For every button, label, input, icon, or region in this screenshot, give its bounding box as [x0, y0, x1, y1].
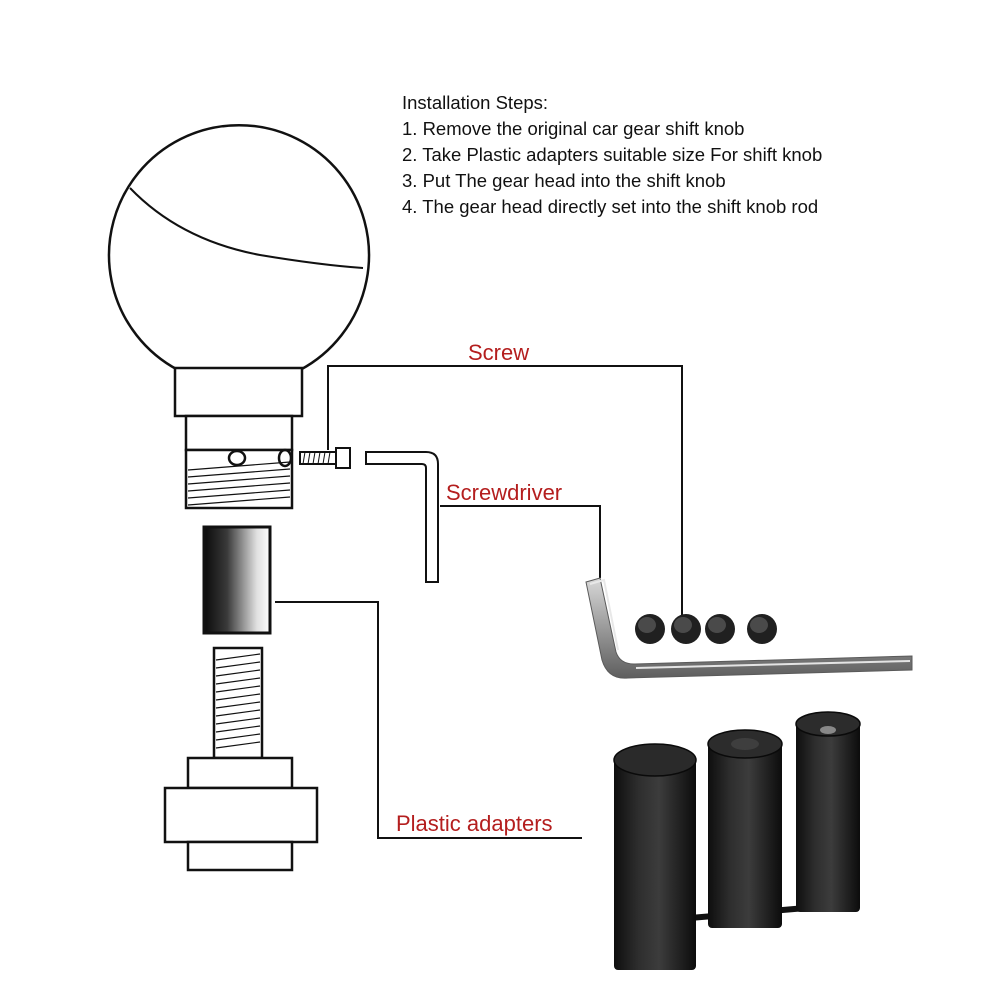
allen-key-icon	[365, 451, 439, 583]
plastic-adapter-icon	[613, 743, 697, 970]
instructions-heading: Installation Steps:	[402, 92, 549, 113]
gear-knob-icon	[107, 124, 371, 510]
leader-lines	[275, 365, 683, 839]
step-1: 1. Remove the original car gear shift kn…	[402, 118, 745, 139]
step-3: 3. Put The gear head into the shift knob	[402, 170, 726, 191]
screw-leader-line	[327, 365, 683, 618]
plastic-adapters-photo	[613, 711, 861, 970]
adapter-sleeve-icon	[202, 525, 272, 635]
screw-label: Screw	[468, 340, 530, 365]
screwdriver-leader-line	[440, 505, 601, 578]
installation-steps: Installation Steps: 1. Remove the origin…	[402, 90, 822, 220]
adapters-leader-line	[275, 601, 582, 839]
allen-wrench-icon	[585, 577, 913, 679]
screw-head-icon	[747, 614, 777, 644]
plastic-adapter-icon	[795, 711, 861, 912]
hex-screw-icon	[299, 447, 351, 469]
screw-head-icon	[635, 614, 665, 644]
screw-head-icon	[671, 614, 701, 644]
screw-heads	[635, 614, 777, 644]
screw-head-icon	[705, 614, 735, 644]
plastic-adapter-icon	[707, 729, 783, 928]
screwdriver-label: Screwdriver	[446, 480, 563, 505]
plastic-adapters-label: Plastic adapters	[396, 811, 553, 836]
step-4: 4. The gear head directly set into the s…	[402, 196, 819, 217]
shift-rod-icon	[163, 646, 319, 872]
step-2: 2. Take Plastic adapters suitable size F…	[402, 144, 823, 165]
